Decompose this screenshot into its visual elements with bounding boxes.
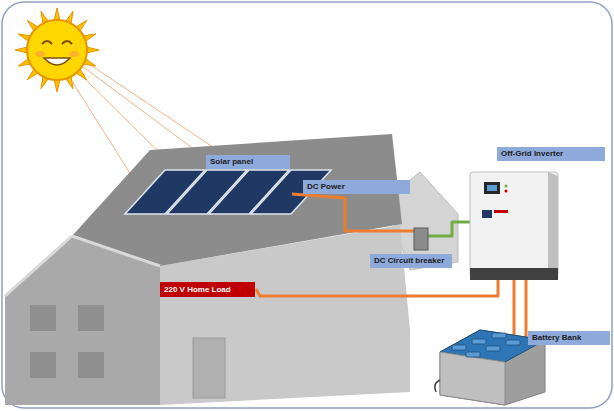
label-text: Solar panel	[210, 157, 253, 167]
callout-label: Off-Grid Inverter	[497, 147, 605, 161]
house	[5, 134, 458, 405]
callout-label: DC Power	[303, 180, 410, 194]
label-text: Off-Grid Inverter	[501, 149, 563, 159]
callout-label: Solar panel	[206, 155, 290, 169]
load-label: 220 V Home Load	[160, 282, 255, 297]
breaker	[414, 228, 428, 250]
label-text: DC Circuit breaker	[374, 256, 444, 266]
label-text: Battery Bank	[532, 333, 581, 343]
callout-label: Battery Bank	[528, 331, 610, 345]
label-text: 220 V Home Load	[164, 285, 231, 295]
callout-label: DC Circuit breaker	[370, 254, 452, 268]
label-text: DC Power	[307, 182, 345, 192]
inverter	[470, 172, 558, 280]
solar-panels	[125, 170, 331, 214]
sun	[15, 8, 99, 92]
